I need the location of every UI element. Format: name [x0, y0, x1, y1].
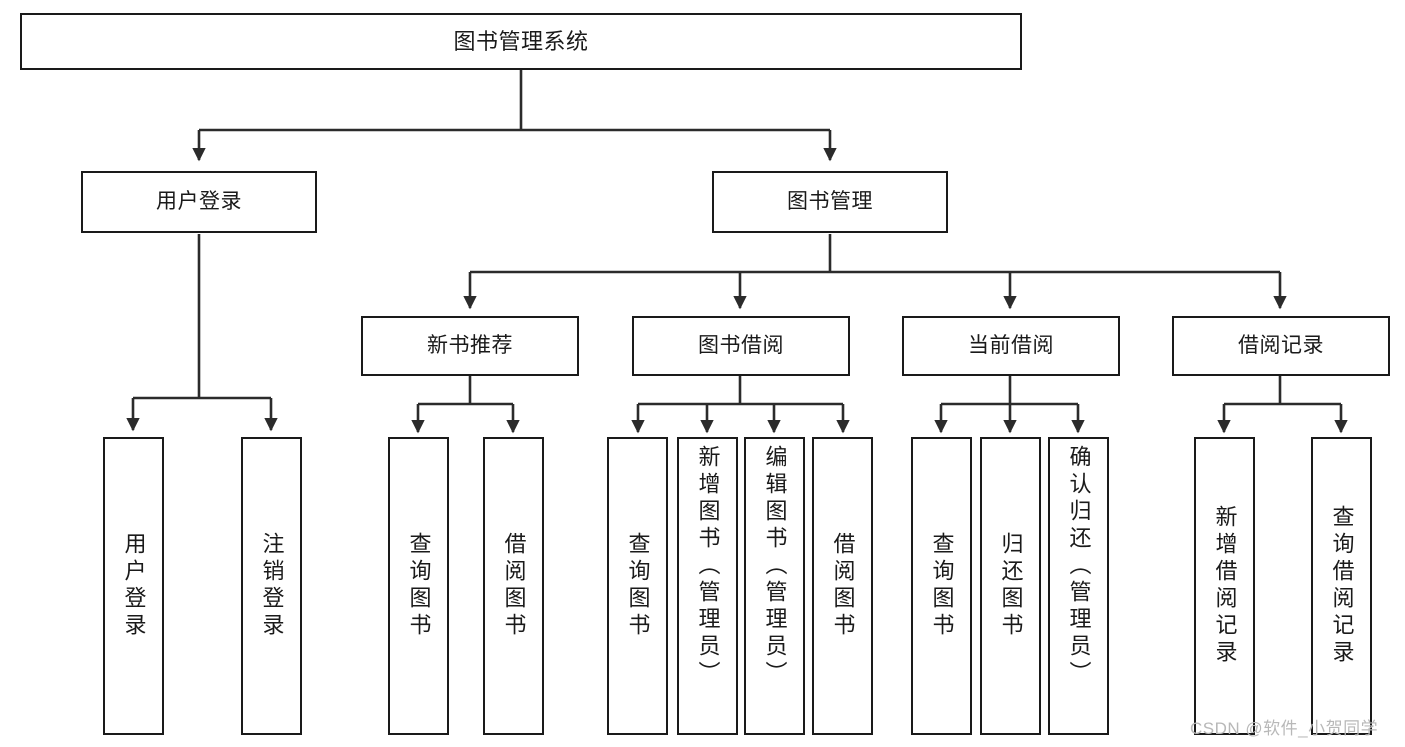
- leaf-cur-return[interactable]: 归还图书: [980, 437, 1041, 735]
- leaf-cur-query-label: 查询图书: [929, 532, 955, 640]
- node-new-book-rec[interactable]: 新书推荐: [361, 316, 579, 376]
- leaf-borrow-query-label: 查询图书: [625, 532, 651, 640]
- node-book-borrow[interactable]: 图书借阅: [632, 316, 850, 376]
- leaf-rec-query[interactable]: 查询图书: [388, 437, 449, 735]
- leaf-rec-borrow[interactable]: 借阅图书: [483, 437, 544, 735]
- leaf-rec-add-label: 新增借阅记录: [1212, 505, 1238, 667]
- node-current-borrow[interactable]: 当前借阅: [902, 316, 1120, 376]
- node-borrow-record[interactable]: 借阅记录: [1172, 316, 1390, 376]
- leaf-borrow-edit-label: 编辑图书（管理员）: [762, 445, 788, 688]
- leaf-user-logout-label: 注销登录: [259, 532, 285, 640]
- node-user-login-label: 用户登录: [156, 189, 242, 213]
- leaf-cur-confirm[interactable]: 确认归还（管理员）: [1048, 437, 1109, 735]
- node-borrow-record-label: 借阅记录: [1238, 333, 1324, 357]
- leaf-cur-return-label: 归还图书: [998, 532, 1024, 640]
- node-current-borrow-label: 当前借阅: [968, 333, 1054, 357]
- node-user-login[interactable]: 用户登录: [81, 171, 317, 233]
- node-book-manage[interactable]: 图书管理: [712, 171, 948, 233]
- leaf-borrow-lend-label: 借阅图书: [830, 532, 856, 640]
- leaf-rec-borrow-label: 借阅图书: [501, 532, 527, 640]
- leaf-cur-confirm-label: 确认归还（管理员）: [1066, 445, 1092, 688]
- leaf-borrow-add-label: 新增图书（管理员）: [695, 445, 721, 688]
- leaf-user-login[interactable]: 用户登录: [103, 437, 164, 735]
- node-book-manage-label: 图书管理: [787, 189, 873, 213]
- leaf-cur-query[interactable]: 查询图书: [911, 437, 972, 735]
- leaf-user-logout[interactable]: 注销登录: [241, 437, 302, 735]
- leaf-borrow-add[interactable]: 新增图书（管理员）: [677, 437, 738, 735]
- leaf-borrow-edit[interactable]: 编辑图书（管理员）: [744, 437, 805, 735]
- leaf-rec-query2-label: 查询借阅记录: [1329, 505, 1355, 667]
- node-root-label: 图书管理系统: [453, 28, 589, 54]
- node-root[interactable]: 图书管理系统: [20, 13, 1022, 70]
- node-book-borrow-label: 图书借阅: [698, 333, 784, 357]
- leaf-rec-add[interactable]: 新增借阅记录: [1194, 437, 1255, 735]
- leaf-borrow-query[interactable]: 查询图书: [607, 437, 668, 735]
- leaf-rec-query2[interactable]: 查询借阅记录: [1311, 437, 1372, 735]
- node-new-book-rec-label: 新书推荐: [427, 333, 513, 357]
- leaf-borrow-lend[interactable]: 借阅图书: [812, 437, 873, 735]
- leaf-rec-query-label: 查询图书: [406, 532, 432, 640]
- leaf-user-login-label: 用户登录: [121, 532, 147, 640]
- csdn-watermark: CSDN @软件_小贺同学: [1190, 719, 1379, 738]
